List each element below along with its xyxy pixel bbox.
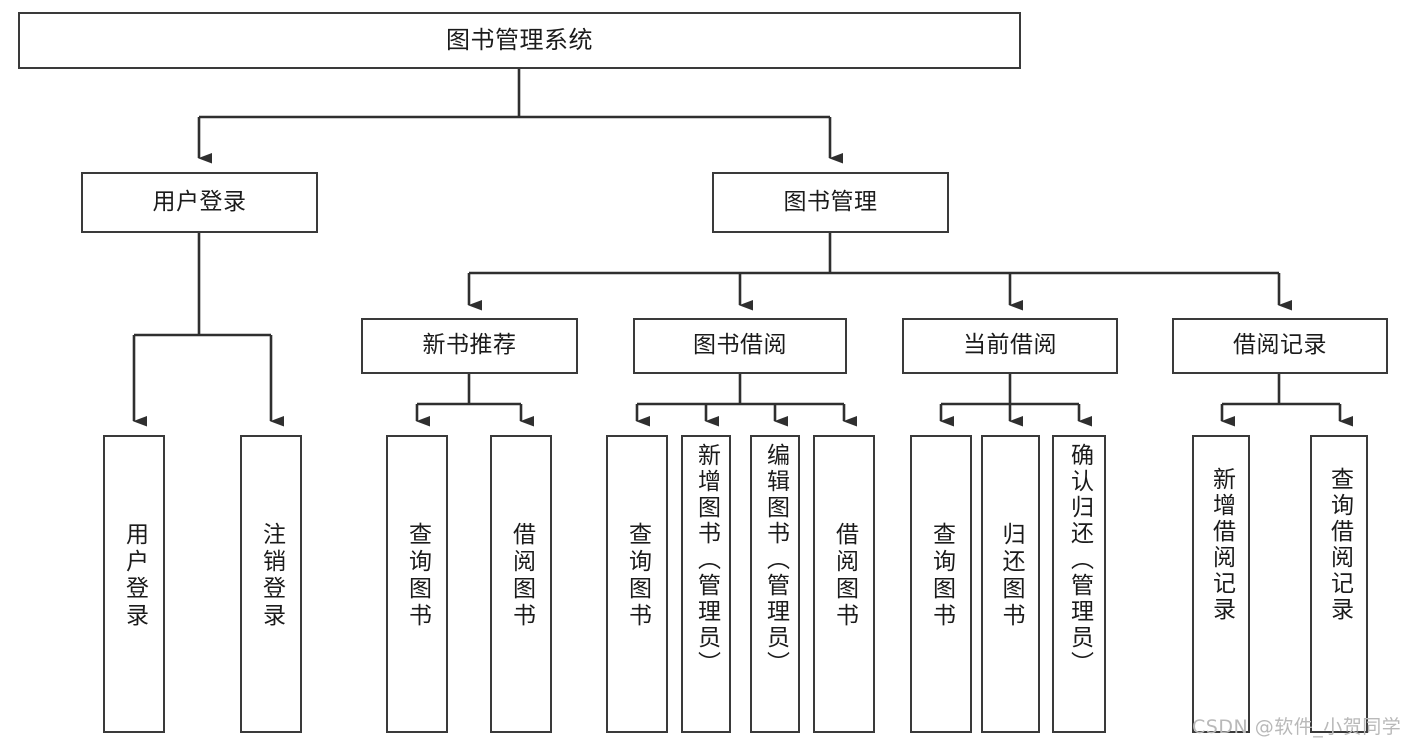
node-book-manage-label: 图书管理 xyxy=(783,188,878,215)
node-leaf-user-logout[interactable]: 注销登录 xyxy=(240,435,302,733)
node-leaf-query-record[interactable]: 查询借阅记录 xyxy=(1310,435,1368,733)
node-leaf-add-record-label: 新增借阅记录 xyxy=(1208,467,1235,623)
node-leaf-confirm-return-label: 确认归还（管理员） xyxy=(1066,443,1093,677)
node-book-borrow-label: 图书借阅 xyxy=(693,332,787,359)
node-leaf-query-record-label: 查询借阅记录 xyxy=(1326,467,1353,623)
node-leaf-return-book[interactable]: 归还图书 xyxy=(981,435,1040,733)
csdn-watermark: CSDN @软件_小贺同学 xyxy=(1192,716,1402,738)
node-new-book-rec-label: 新书推荐 xyxy=(422,332,517,359)
node-leaf-add-book-label: 新增图书（管理员） xyxy=(693,443,720,677)
node-leaf-return-book-label: 归还图书 xyxy=(998,522,1024,630)
node-leaf-query-book-3-label: 查询图书 xyxy=(928,522,955,630)
node-leaf-borrow-book-2[interactable]: 借阅图书 xyxy=(813,435,875,733)
node-leaf-borrow-book-1-label: 借阅图书 xyxy=(508,522,535,630)
node-leaf-query-book-3[interactable]: 查询图书 xyxy=(910,435,972,733)
node-current-borrow-label: 当前借阅 xyxy=(963,332,1057,359)
node-leaf-confirm-return[interactable]: 确认归还（管理员） xyxy=(1052,435,1106,733)
node-leaf-add-record[interactable]: 新增借阅记录 xyxy=(1192,435,1250,733)
node-new-book-rec[interactable]: 新书推荐 xyxy=(361,318,578,374)
node-leaf-user-logout-label: 注销登录 xyxy=(258,522,285,630)
node-borrow-record-label: 借阅记录 xyxy=(1233,332,1327,359)
node-leaf-edit-book[interactable]: 编辑图书（管理员） xyxy=(750,435,800,733)
node-book-manage[interactable]: 图书管理 xyxy=(712,172,949,233)
node-root[interactable]: 图书管理系统 xyxy=(18,12,1021,69)
node-leaf-add-book[interactable]: 新增图书（管理员） xyxy=(681,435,731,733)
node-leaf-query-book-1-label: 查询图书 xyxy=(404,522,431,630)
node-leaf-query-book-2-label: 查询图书 xyxy=(624,522,651,630)
node-leaf-query-book-1[interactable]: 查询图书 xyxy=(386,435,448,733)
node-book-borrow[interactable]: 图书借阅 xyxy=(633,318,847,374)
node-leaf-edit-book-label: 编辑图书（管理员） xyxy=(762,443,789,677)
node-root-label: 图书管理系统 xyxy=(446,26,593,55)
node-leaf-user-login-label: 用户登录 xyxy=(121,522,148,630)
node-user-login-label: 用户登录 xyxy=(152,188,247,215)
node-leaf-query-book-2[interactable]: 查询图书 xyxy=(606,435,668,733)
node-leaf-borrow-book-1[interactable]: 借阅图书 xyxy=(490,435,552,733)
node-current-borrow[interactable]: 当前借阅 xyxy=(902,318,1118,374)
node-leaf-borrow-book-2-label: 借阅图书 xyxy=(831,522,858,630)
node-borrow-record[interactable]: 借阅记录 xyxy=(1172,318,1388,374)
node-user-login[interactable]: 用户登录 xyxy=(81,172,318,233)
node-leaf-user-login[interactable]: 用户登录 xyxy=(103,435,165,733)
